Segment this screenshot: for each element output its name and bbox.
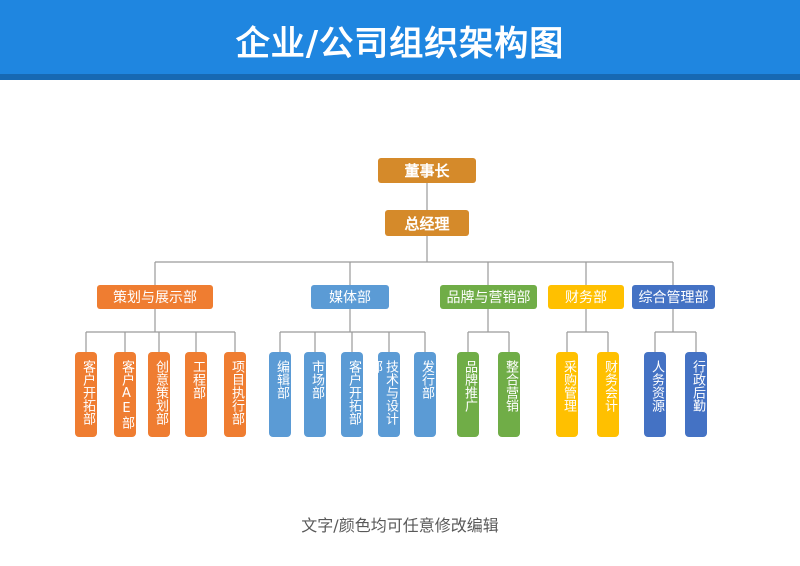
sub-integrated-marketing[interactable]: 整合营销 bbox=[498, 352, 520, 437]
chairman-node[interactable]: 董事长 bbox=[378, 158, 476, 183]
sub-editorial[interactable]: 编辑部 bbox=[269, 352, 291, 437]
sub-logistics[interactable]: 行政后勤 bbox=[685, 352, 707, 437]
sub-procurement[interactable]: 采购管理 bbox=[556, 352, 578, 437]
sub-brand-promotion[interactable]: 品牌推广 bbox=[457, 352, 479, 437]
dept-planning-exhibition[interactable]: 策划与展示部 bbox=[97, 285, 213, 309]
sub-client-development[interactable]: 客户开拓部 bbox=[75, 352, 97, 437]
dept-finance[interactable]: 财务部 bbox=[548, 285, 624, 309]
dept-media[interactable]: 媒体部 bbox=[311, 285, 389, 309]
title-banner bbox=[0, 0, 800, 80]
sub-engineering[interactable]: 工程部 bbox=[185, 352, 207, 437]
sub-accounting[interactable]: 财务会计 bbox=[597, 352, 619, 437]
sub-distribution[interactable]: 发行部 bbox=[414, 352, 436, 437]
dept-brand-marketing[interactable]: 品牌与营销部 bbox=[440, 285, 537, 309]
sub-market[interactable]: 市场部 bbox=[304, 352, 326, 437]
sub-client-ae[interactable]: 客户AE部 bbox=[114, 352, 136, 437]
sub-tech-design[interactable]: 技术与设计部 bbox=[367, 352, 400, 437]
sub-human-resources[interactable]: 人务资源 bbox=[644, 352, 666, 437]
sub-client-development-media[interactable]: 客户开拓部 bbox=[341, 352, 363, 437]
sub-creative-planning[interactable]: 创意策划部 bbox=[148, 352, 170, 437]
dept-admin[interactable]: 综合管理部 bbox=[632, 285, 715, 309]
page-title: 企业/公司组织架构图 bbox=[235, 24, 565, 64]
sub-project-execution[interactable]: 项目执行部 bbox=[224, 352, 246, 437]
title-banner-shadow bbox=[0, 74, 800, 80]
general-manager-node[interactable]: 总经理 bbox=[385, 210, 469, 236]
footer-note: 文字/颜色均可任意修改编辑 bbox=[301, 516, 499, 535]
